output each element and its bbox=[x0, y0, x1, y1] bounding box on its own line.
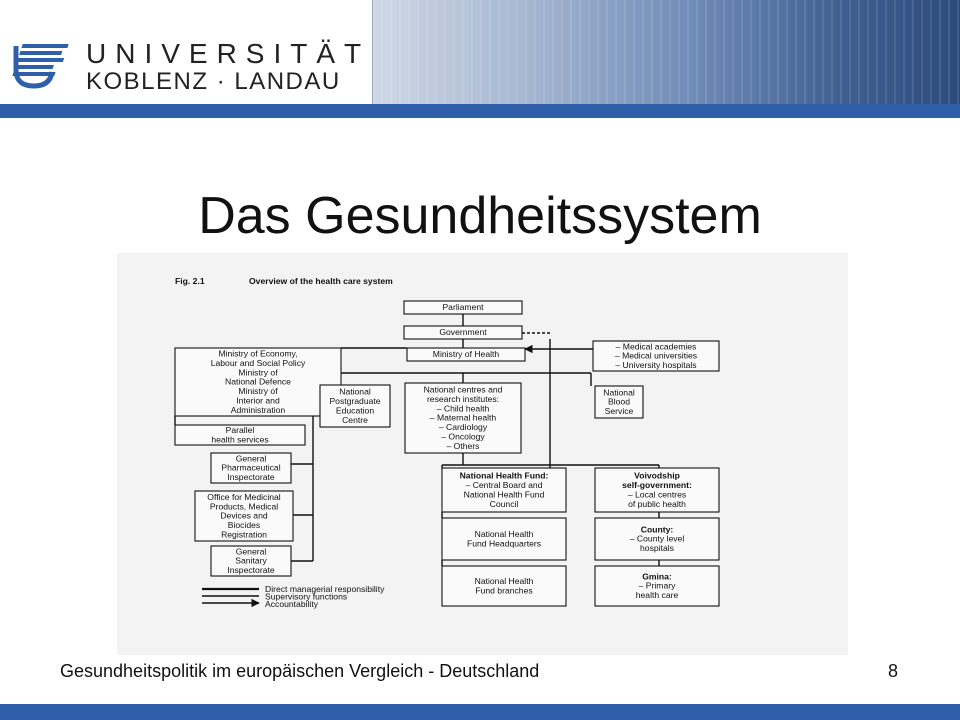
node-label-academies: – Medical academies bbox=[616, 341, 697, 351]
node-box-centres bbox=[404, 382, 522, 454]
node-label-sanitary: Sanitary bbox=[235, 556, 267, 566]
node-label-blood: Blood bbox=[608, 397, 630, 407]
node-box-pharma bbox=[210, 452, 292, 484]
node-label-centres: – Cardiology bbox=[439, 422, 488, 432]
node-box-parallel bbox=[174, 424, 306, 446]
node-label-office: Office for Medicinal bbox=[207, 492, 280, 502]
node-label-parliament: Parliament bbox=[442, 302, 484, 312]
page-number: 8 bbox=[888, 661, 899, 681]
node-label-county: – County level bbox=[630, 534, 685, 544]
node-box-nhf bbox=[441, 467, 567, 513]
node-box-gmina bbox=[594, 565, 720, 607]
node-label-pharma: General bbox=[236, 453, 267, 463]
node-box-parliament bbox=[403, 300, 523, 315]
node-label-ministries: Ministry of Economy, bbox=[218, 349, 297, 359]
legend-label: Supervisory functions bbox=[265, 592, 347, 602]
node-label-nhf-hq: National Health bbox=[475, 529, 534, 539]
footer-text: Gesundheitspolitik im europäischen Vergl… bbox=[60, 661, 540, 681]
node-label-academies: – Medical universities bbox=[615, 351, 697, 361]
node-label-ministries: Interior and bbox=[236, 396, 280, 406]
node-label-ministries: Administration bbox=[231, 405, 286, 415]
node-label-gmina: Gmina: bbox=[642, 571, 672, 581]
figure-caption-label: Fig. 2.1 bbox=[175, 276, 205, 286]
figure-caption-title: Overview of the health care system bbox=[249, 276, 393, 286]
node-label-voivodship: self-government: bbox=[622, 480, 692, 490]
node-label-nhf-hq: Fund Headquarters bbox=[467, 538, 541, 548]
node-label-ministries: Ministry of bbox=[238, 386, 278, 396]
footer-accent-bar bbox=[0, 704, 960, 720]
node-box-government bbox=[403, 325, 523, 340]
node-box-blood bbox=[594, 385, 644, 419]
node-label-office: Registration bbox=[221, 530, 267, 540]
node-label-centres: National centres and bbox=[424, 385, 503, 395]
node-label-blood: National bbox=[603, 387, 635, 397]
node-box-academies bbox=[592, 340, 720, 372]
slide-header: UNIVERSITÄT KOBLENZ · LANDAU bbox=[0, 0, 960, 118]
node-label-nhf: National Health Fund bbox=[464, 489, 545, 499]
node-label-pharma: Inspectorate bbox=[227, 472, 275, 482]
node-label-centres: – Others bbox=[447, 441, 480, 451]
node-label-ministries: Labour and Social Policy bbox=[211, 358, 306, 368]
node-label-voivodship: – Local centres bbox=[628, 489, 686, 499]
node-label-office: Products, Medical bbox=[210, 501, 278, 511]
node-label-nhf-branches: National Health bbox=[475, 576, 534, 586]
node-label-sanitary: Inspectorate bbox=[227, 565, 275, 575]
node-label-postgrad: Centre bbox=[342, 415, 368, 425]
node-label-centres: – Oncology bbox=[441, 432, 485, 442]
node-label-ministry-health: Ministry of Health bbox=[433, 349, 500, 359]
node-box-nhf-hq bbox=[441, 517, 567, 561]
node-box-office bbox=[194, 490, 294, 542]
node-label-centres: – Maternal health bbox=[430, 413, 497, 423]
node-label-sanitary: General bbox=[236, 546, 267, 556]
header-divider bbox=[372, 0, 373, 104]
university-name-line1: UNIVERSITÄT bbox=[86, 38, 371, 69]
node-box-voivodship bbox=[594, 467, 720, 513]
node-label-academies: – University hospitals bbox=[615, 360, 696, 370]
node-label-office: Devices and bbox=[220, 511, 268, 521]
node-label-postgrad: Education bbox=[336, 405, 374, 415]
node-label-office: Biocides bbox=[228, 520, 260, 530]
legend-label: Accountability bbox=[265, 599, 319, 609]
node-box-ministries bbox=[174, 347, 342, 417]
node-label-voivodship: Voivodship bbox=[634, 471, 680, 481]
node-box-ministry-health bbox=[406, 347, 526, 362]
university-name-line2: KOBLENZ · LANDAU bbox=[86, 68, 341, 95]
header-accent-bar bbox=[0, 104, 960, 118]
node-label-nhf: – Central Board and bbox=[466, 480, 543, 490]
node-label-gmina: – Primary bbox=[639, 581, 676, 591]
node-box-county bbox=[594, 517, 720, 561]
node-label-county: County: bbox=[641, 524, 674, 534]
node-label-voivodship: of public health bbox=[628, 499, 686, 509]
node-label-centres: research institutes: bbox=[427, 394, 499, 404]
node-box-sanitary bbox=[210, 545, 292, 577]
header-photo bbox=[372, 0, 960, 104]
node-label-government: Government bbox=[439, 327, 487, 337]
node-label-ministries: National Defence bbox=[225, 377, 291, 387]
node-label-nhf: Council bbox=[490, 499, 519, 509]
node-label-blood: Service bbox=[605, 406, 634, 416]
node-label-ministries: Ministry of bbox=[238, 367, 278, 377]
node-label-county: hospitals bbox=[640, 543, 674, 553]
node-label-gmina: health care bbox=[636, 590, 679, 600]
slide-title: Das Gesundheitssystem bbox=[198, 187, 762, 245]
legend-label: Direct managerial responsibility bbox=[265, 584, 385, 594]
university-logo-icon bbox=[12, 44, 69, 89]
university-logo: UNIVERSITÄT KOBLENZ · LANDAU bbox=[0, 0, 372, 104]
node-label-centres: – Child health bbox=[437, 403, 490, 413]
diagram-connectors bbox=[174, 314, 660, 608]
node-box-postgrad bbox=[319, 384, 391, 428]
node-label-parallel: Parallel bbox=[226, 425, 255, 435]
node-label-nhf-branches: Fund branches bbox=[475, 585, 532, 595]
node-label-parallel: health services bbox=[211, 434, 268, 444]
node-label-pharma: Pharmaceutical bbox=[221, 463, 280, 473]
node-label-postgrad: National bbox=[339, 387, 371, 397]
node-label-nhf: National Health Fund: bbox=[460, 471, 549, 481]
node-label-postgrad: Postgraduate bbox=[329, 396, 380, 406]
node-box-nhf-branches bbox=[441, 565, 567, 607]
